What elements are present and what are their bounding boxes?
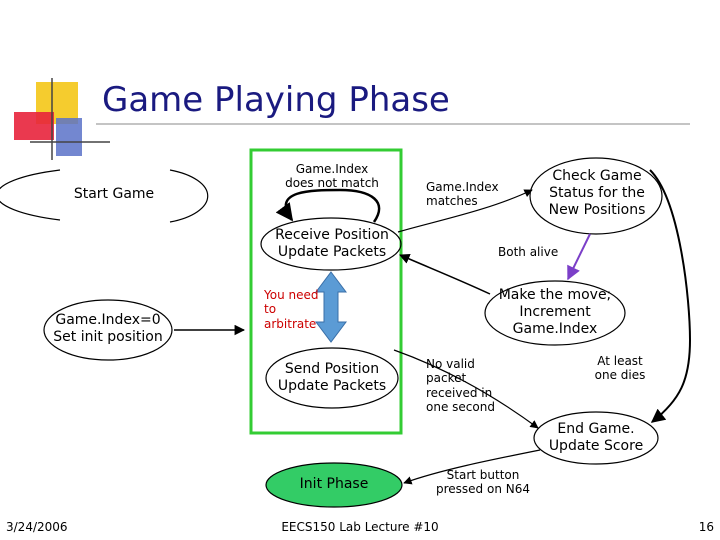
receive-packets-label: Receive Position Update Packets bbox=[275, 227, 389, 260]
make-move-label: Make the move; Increment Game.Index bbox=[498, 287, 612, 337]
start-button-label: Start button pressed on N64 bbox=[436, 468, 530, 497]
arbitrate-double-arrow bbox=[315, 271, 347, 343]
end-game-node-shape bbox=[533, 411, 659, 465]
both-alive-label: Both alive bbox=[498, 245, 559, 259]
title-decoration bbox=[14, 78, 690, 160]
send-packets-node-shape bbox=[265, 347, 399, 409]
send-packets-label: Send Position Update Packets bbox=[277, 361, 387, 394]
edge-end-to-init bbox=[403, 449, 541, 485]
index-matches-label: Game.Index matches bbox=[426, 180, 499, 209]
footer-date: 3/24/2006 bbox=[6, 520, 68, 534]
page-number: 16 bbox=[698, 520, 714, 534]
end-game-label: End Game. Update Score bbox=[548, 421, 644, 454]
receive-packets-node-shape bbox=[260, 217, 402, 271]
page-title: Game Playing Phase bbox=[102, 80, 450, 120]
init-position-node-shape bbox=[43, 299, 173, 361]
init-phase-node-shape bbox=[265, 462, 403, 508]
start-game-node-shape bbox=[0, 169, 61, 221]
need-arbitrate-label: You need to arbitrate bbox=[264, 288, 319, 331]
green-loop-box bbox=[249, 148, 403, 435]
no-valid-packet-label: No valid packet received in one second bbox=[426, 357, 495, 415]
start-game-node-edge bbox=[169, 169, 209, 223]
check-status-label: Check Game Status for the New Positions bbox=[548, 168, 646, 218]
edge-move-to-receive bbox=[399, 253, 491, 295]
footer-course: EECS150 Lab Lecture #10 bbox=[281, 520, 439, 534]
edge-check-to-move bbox=[567, 233, 591, 281]
init-position-label: Game.Index=0 Set init position bbox=[53, 312, 163, 345]
make-move-node-shape bbox=[484, 280, 626, 346]
start-game-label: Start Game bbox=[73, 186, 155, 202]
at-least-one-dies-label: At least one dies bbox=[594, 354, 646, 383]
edge-self-loop bbox=[275, 188, 381, 223]
index-no-match-label: Game.Index does not match bbox=[285, 162, 379, 191]
edge-receive-to-check bbox=[397, 189, 533, 233]
init-phase-label: Init Phase bbox=[299, 476, 369, 492]
edge-send-to-end bbox=[393, 349, 539, 429]
edge-check-to-end bbox=[649, 169, 692, 423]
